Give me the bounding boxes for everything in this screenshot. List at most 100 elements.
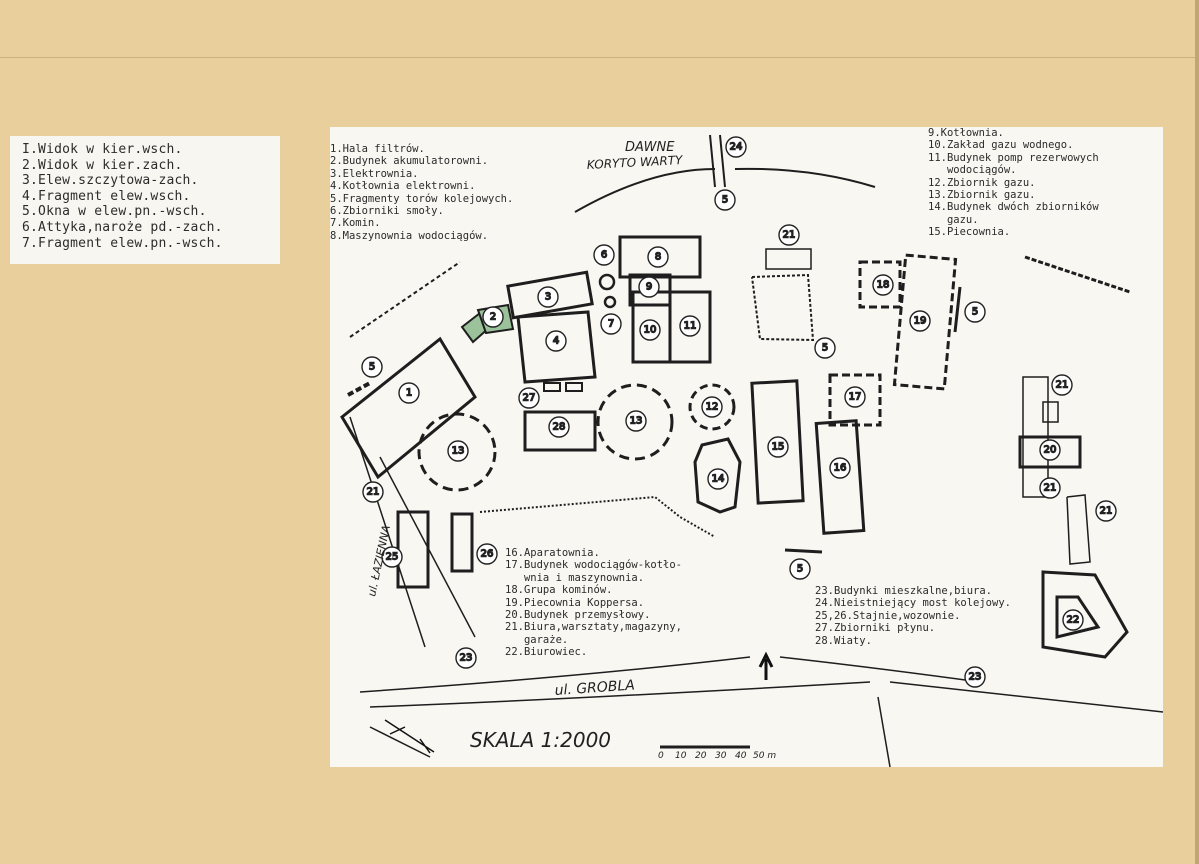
building-16 (814, 419, 866, 535)
svg-text:13: 13 (452, 446, 465, 457)
building-21 (1042, 401, 1059, 423)
bridge-line (709, 134, 716, 188)
legend-item: 18.Grupa kominów. (505, 584, 613, 597)
photo-list-item: I.Widok w kier.wsch. (22, 142, 183, 157)
photo-list-card: I.Widok w kier.wsch. 2.Widok w kier.zach… (10, 136, 280, 264)
map-label-4: 4 (545, 330, 567, 352)
building-4 (516, 310, 597, 384)
legend-item: 4.Kotłownia elektrowni. (330, 180, 476, 193)
river-label-line2: KORYTO WARTY (586, 153, 684, 172)
building-15 (750, 379, 805, 505)
legend-item: 12.Zbiornik gazu. (928, 176, 1036, 189)
road-lazienna (349, 416, 426, 648)
map-label-15: 15 (767, 436, 789, 458)
building-20 (1018, 435, 1082, 469)
map-label-8: 8 (647, 246, 669, 268)
rail-fragment (1024, 255, 1131, 294)
map-label-24: 24 (725, 136, 747, 158)
legend-item: 19.Piecownia Koppersa. (505, 596, 645, 609)
map-label-11: 11 (679, 315, 701, 337)
svg-text:9: 9 (646, 282, 652, 293)
legend-top-left: 1.Hala filtrów. 2.Budynek akumulatorowni… (330, 143, 513, 242)
map-label-20: 20 (1039, 439, 1061, 461)
legend-item: 28.Wiaty. (815, 634, 872, 647)
legend-item: 8.Maszynownia wodociągów. (330, 229, 489, 242)
bridge-line (719, 134, 726, 188)
svg-text:19: 19 (914, 316, 927, 327)
scale-tick: 0 (658, 751, 664, 761)
legend-item: 9.Kotłownia. (928, 127, 1004, 139)
road-east (779, 656, 981, 683)
map-label-14: 14 (707, 468, 729, 490)
map-label-13: 13 (447, 440, 469, 462)
svg-text:3: 3 (545, 292, 551, 303)
map-label-21: 21 (1039, 477, 1061, 499)
river-bank-right (734, 167, 876, 188)
photo-list-item: 5.Okna w elew.pn.-wsch. (22, 204, 207, 220)
svg-text:17: 17 (849, 392, 862, 403)
legend-item: 20.Budynek przemysłowy. (505, 609, 651, 622)
map-label-26: 26 (476, 543, 498, 565)
legend-item: 21.Biura,warsztaty,magazyny, (505, 621, 683, 634)
photo-list-item: 3.Elew.szczytowa-zach. (22, 173, 199, 189)
map-label-6: 6 (593, 244, 615, 266)
building-9 (628, 273, 672, 307)
svg-text:6: 6 (601, 250, 607, 261)
map-label-13: 13 (625, 410, 647, 432)
svg-text:14: 14 (712, 474, 725, 485)
road-east (889, 681, 1163, 713)
map-label-5: 5 (964, 301, 986, 323)
map-label-21: 21 (362, 481, 384, 503)
map-label-5: 5 (789, 558, 811, 580)
map-label-5: 5 (361, 356, 383, 378)
photo-list-item: 6.Attyka,naroże pd.-zach. (22, 219, 223, 235)
building-14 (693, 437, 742, 514)
map-label-1: 1 (398, 382, 420, 404)
svg-text:12: 12 (706, 402, 719, 413)
map-label-5: 5 (814, 337, 836, 359)
road-edge (877, 696, 891, 767)
river-label-line1: DAWNE (625, 140, 675, 155)
building-1 (340, 336, 477, 480)
svg-text:18: 18 (877, 280, 890, 291)
road-corner (369, 726, 431, 758)
legend-item: wodociągów. (928, 164, 1017, 177)
map-label-10: 10 (639, 319, 661, 341)
svg-text:23: 23 (460, 653, 473, 664)
legend-bottom-right: 23.Budynki mieszkalne,biura. 24.Nieistni… (815, 585, 1011, 647)
svg-text:10: 10 (644, 325, 657, 336)
road-grobla (369, 681, 871, 708)
svg-text:23: 23 (969, 672, 982, 683)
svg-text:13: 13 (630, 416, 643, 427)
tank-27 (543, 382, 561, 392)
svg-text:21: 21 (1100, 506, 1113, 517)
map-label-3: 3 (537, 286, 559, 308)
shed-28 (523, 410, 597, 452)
svg-text:20: 20 (1044, 445, 1057, 456)
map-label-9: 9 (638, 276, 660, 298)
building-21 (1066, 494, 1091, 565)
map-label-2: 2 (482, 306, 504, 328)
gas-tank-12 (688, 383, 736, 431)
building-21 (1022, 376, 1049, 498)
scale-tick: 50 m (753, 751, 776, 761)
legend-item: 17.Budynek wodociągów-kotło- (505, 559, 683, 572)
svg-text:28: 28 (553, 422, 566, 433)
svg-text:5: 5 (722, 195, 728, 206)
svg-text:26: 26 (481, 549, 494, 560)
svg-text:4: 4 (553, 336, 559, 347)
svg-text:5: 5 (797, 564, 803, 575)
board-right-border (1195, 0, 1199, 864)
legend-item: 1.Hala filtrów. (330, 143, 425, 155)
scale-tick: 10 (675, 751, 687, 761)
legend-item: 7.Komin. (330, 217, 381, 230)
svg-text:24: 24 (730, 142, 743, 153)
map-label-21: 21 (1051, 374, 1073, 396)
building-8 (618, 235, 702, 279)
street-label-grobla: ul. GROBLA (554, 677, 635, 699)
fence (751, 273, 815, 342)
map-label-27: 27 (518, 387, 540, 409)
legend-bottom-left: 16.Aparatownia. 17.Budynek wodociągów-ko… (505, 547, 682, 659)
scale-tick: 20 (695, 751, 707, 761)
photo-list-item: 2.Widok w kier.zach. (22, 157, 183, 173)
